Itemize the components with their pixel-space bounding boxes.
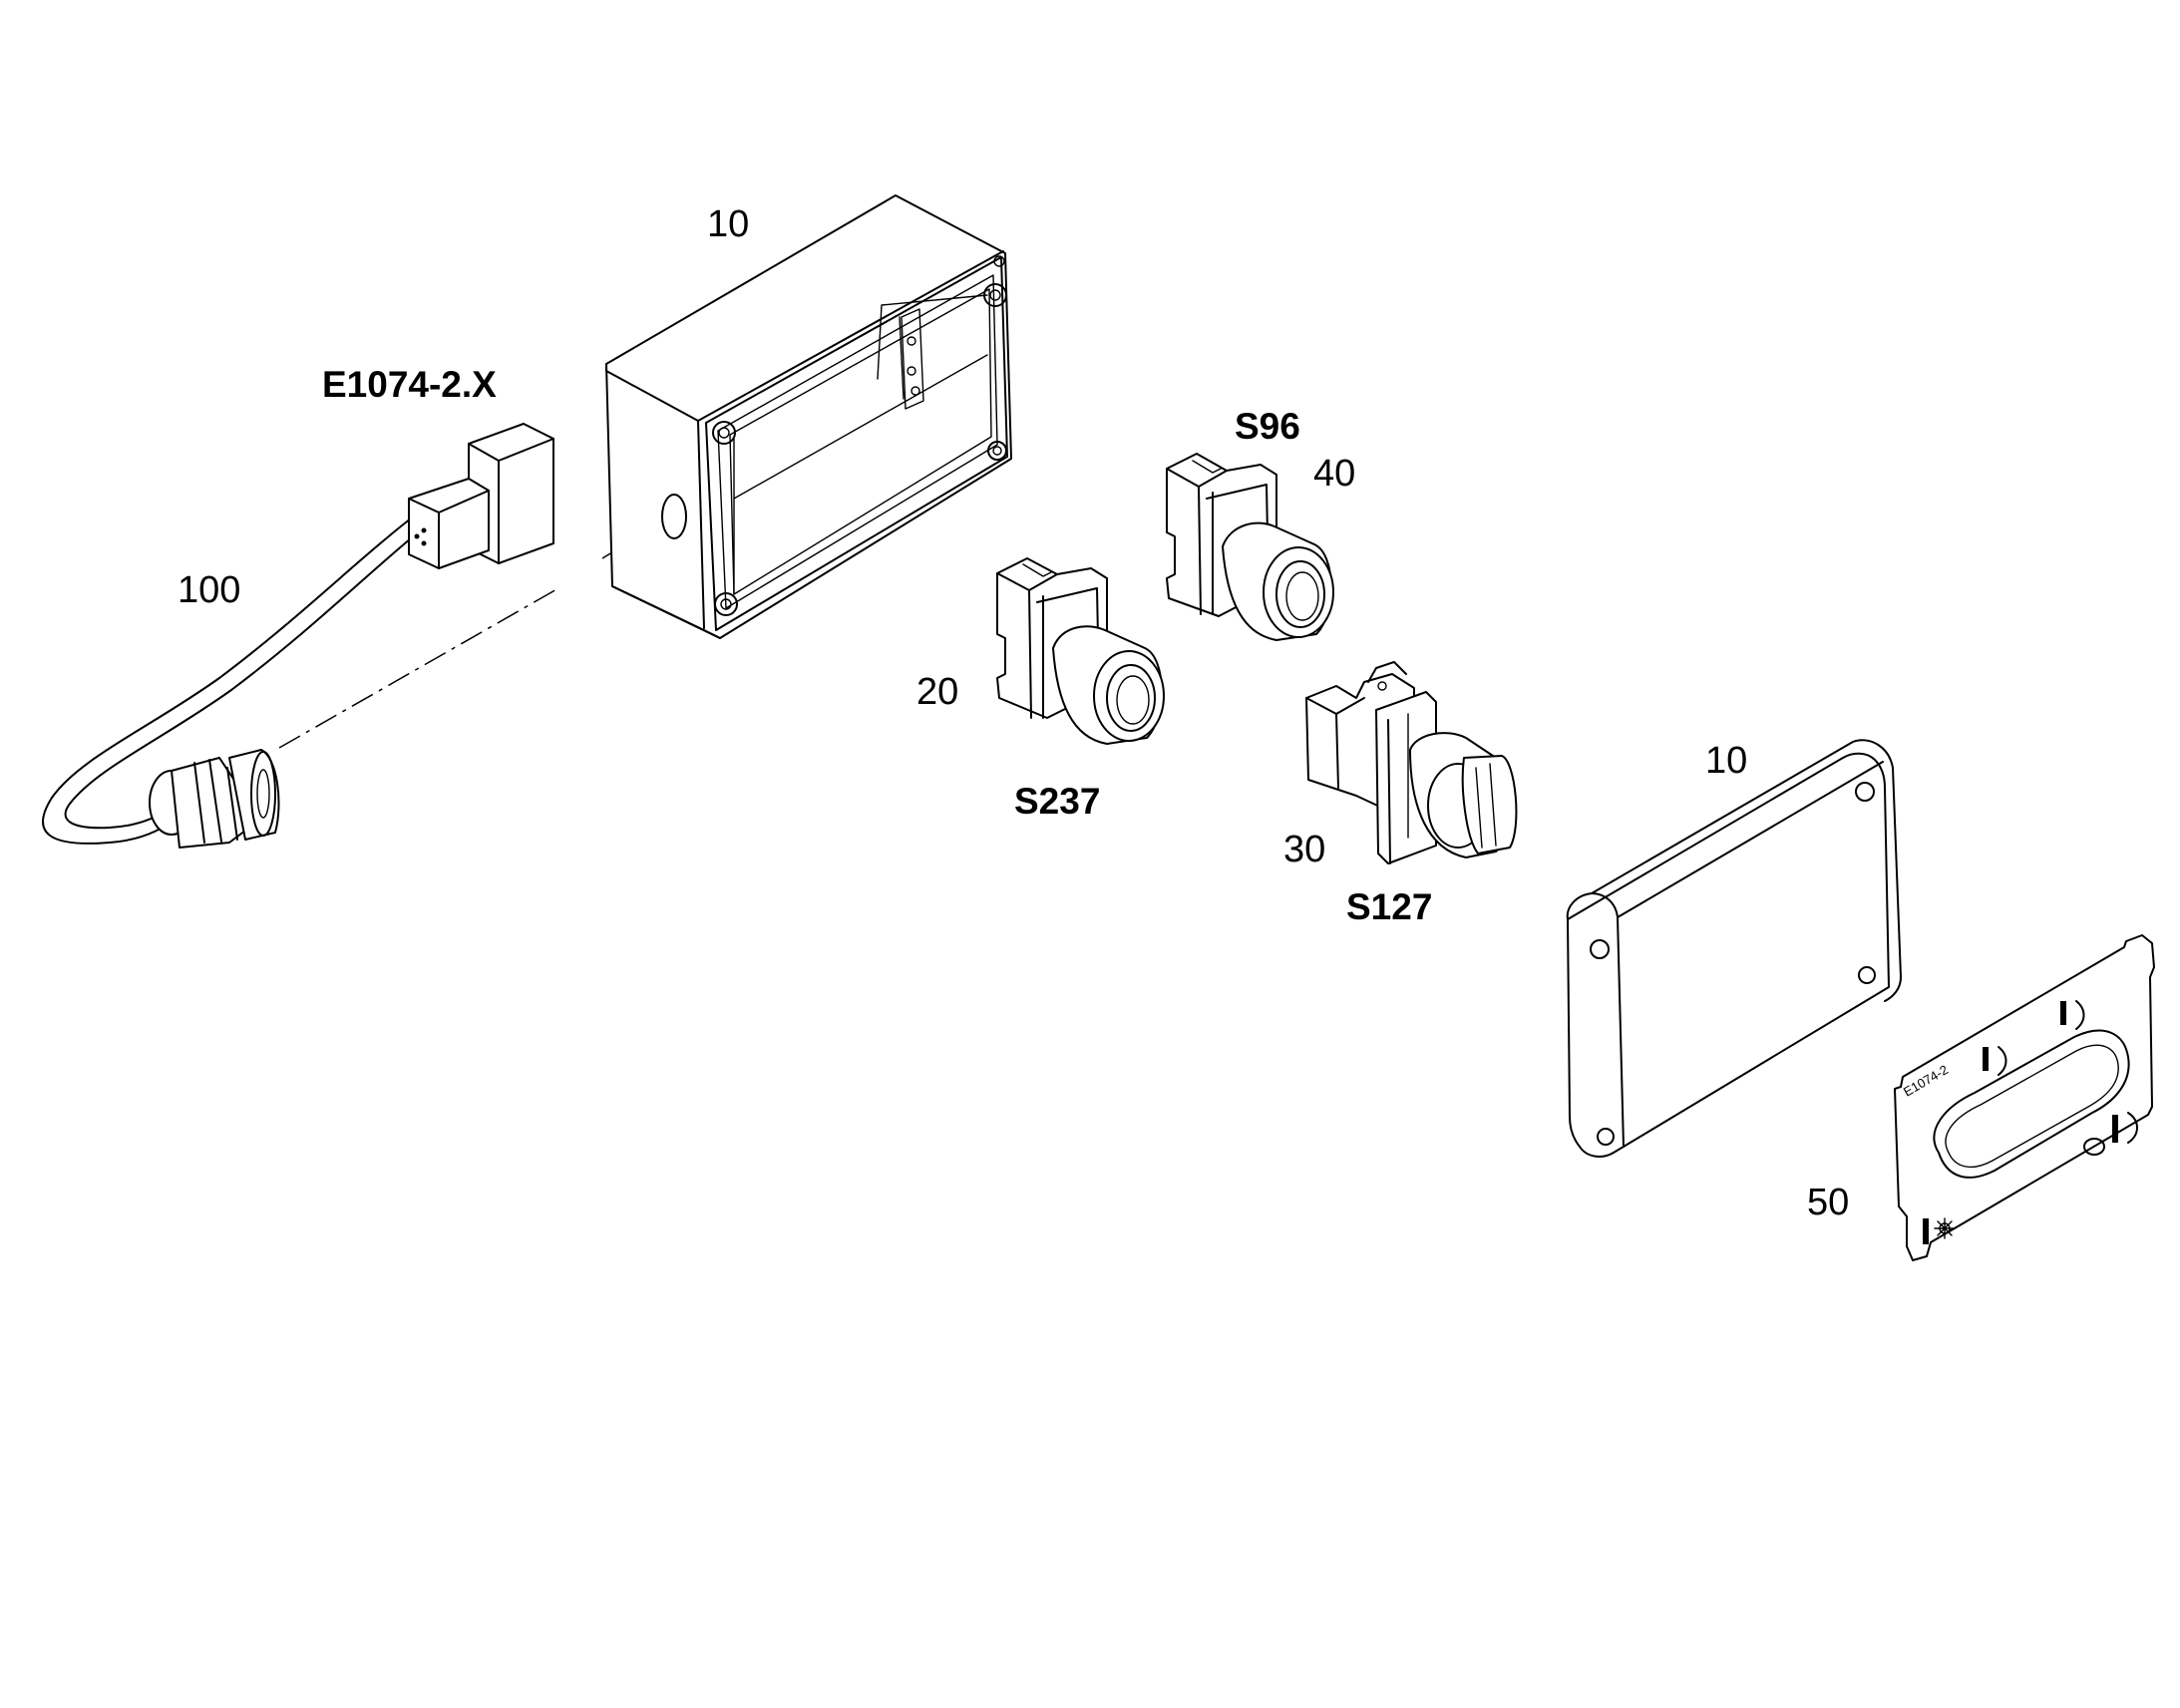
housing-box[interactable] xyxy=(605,194,1012,639)
reference-s237: S237 xyxy=(1014,781,1100,822)
callout-button-s96: 40 xyxy=(1313,453,1355,495)
housing-cover[interactable] xyxy=(1566,739,1902,1158)
cable-harness[interactable] xyxy=(42,423,554,849)
push-button-s96[interactable] xyxy=(1166,453,1334,641)
callout-button-s237: 20 xyxy=(916,671,958,713)
callout-housing-cover: 10 xyxy=(1705,740,1747,782)
callout-cable-harness: 100 xyxy=(178,569,240,611)
connector-plug xyxy=(408,423,554,569)
reference-s127: S127 xyxy=(1346,886,1432,927)
assembly-line-lower xyxy=(278,587,559,749)
cable-gland xyxy=(149,749,280,849)
callout-label-plate: 50 xyxy=(1807,1182,1849,1223)
label-plate[interactable]: E1074-2 xyxy=(1894,934,2155,1261)
selector-switch-s127[interactable] xyxy=(1305,661,1518,864)
callout-selector-s127: 30 xyxy=(1283,829,1325,870)
callout-housing-box: 10 xyxy=(707,203,749,245)
sun-icon xyxy=(1934,1217,1956,1239)
reference-s96: S96 xyxy=(1235,406,1300,447)
push-button-s237[interactable] xyxy=(996,557,1165,745)
reference-connector: E1074-2.X xyxy=(322,364,497,405)
